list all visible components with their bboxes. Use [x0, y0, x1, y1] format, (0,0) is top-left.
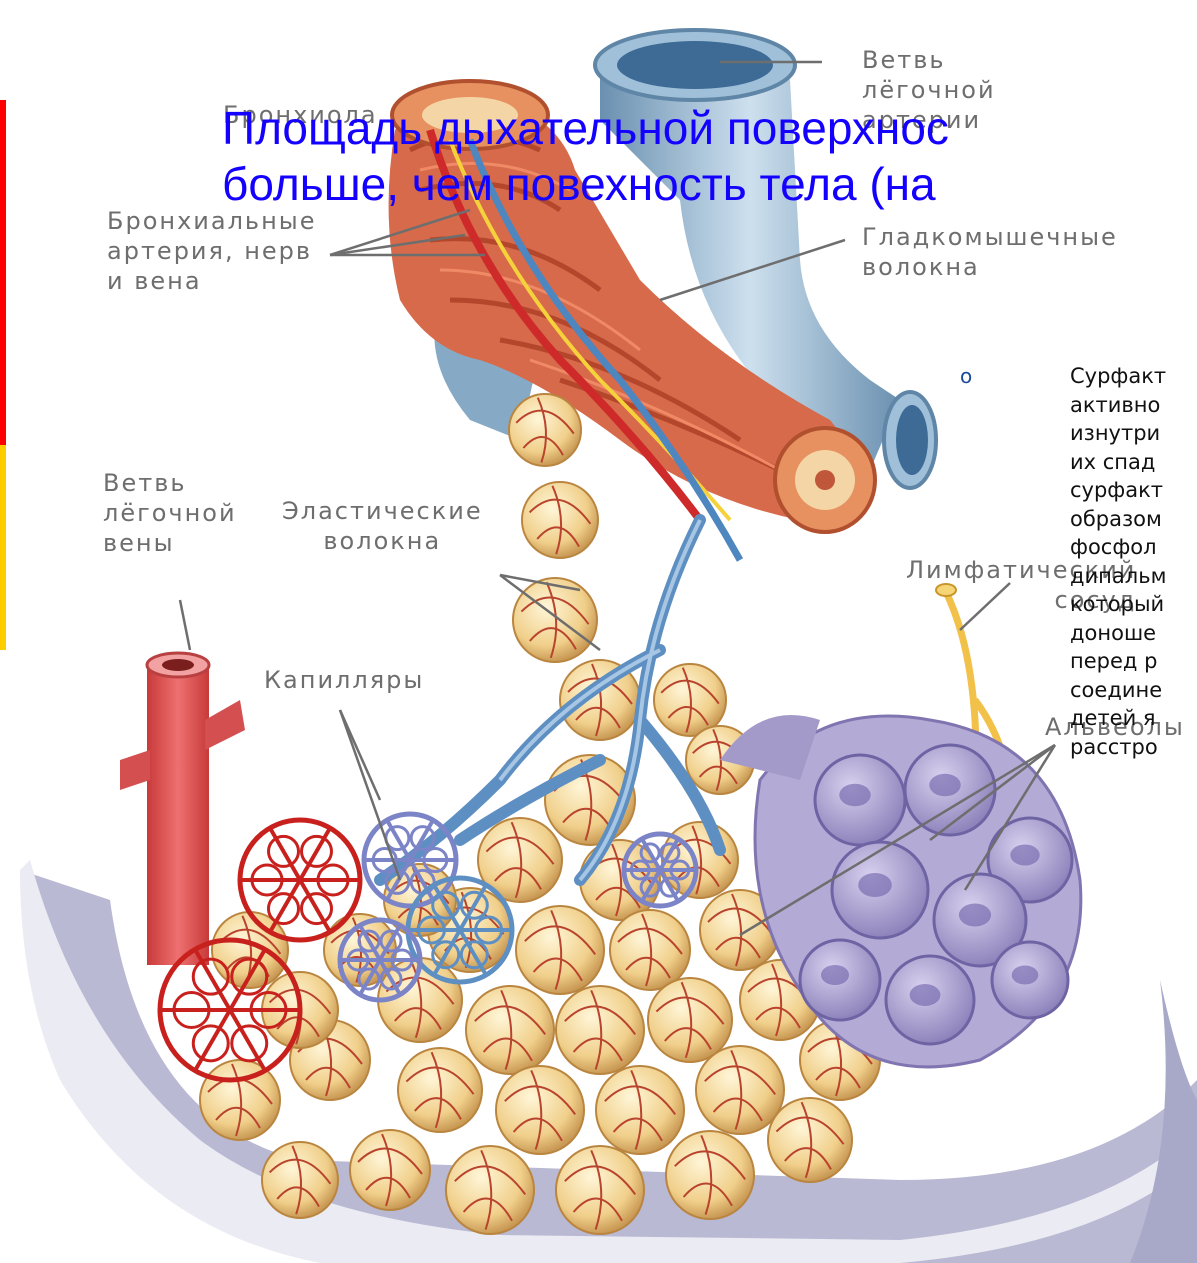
label-elastic-fibers: Эластические волокна — [282, 496, 483, 556]
alveolar-cell-nucleus — [910, 984, 941, 1006]
label-pulmonary-vein-branch: Ветвь лёгочной вены — [103, 468, 237, 558]
slide-title-line-2: больше, чем повехность тела (на — [222, 156, 936, 212]
alveolar-cell-nucleus — [839, 784, 871, 807]
bullet-marker: o — [960, 364, 972, 388]
alveolar-cell-nucleus — [929, 774, 961, 797]
alveolar-cell-nucleus — [821, 965, 849, 985]
alveolar-cell-nucleus — [1012, 966, 1039, 985]
label-capillaries: Капилляры — [264, 665, 424, 695]
label-bronchial-vessels: Бронхиальные артерия, нерв и вена — [107, 206, 316, 296]
label-smooth-muscle: Гладкомышечные волокна — [862, 222, 1118, 282]
alveolar-cell-nucleus — [1010, 845, 1039, 866]
alveolar-cell-nucleus — [858, 873, 892, 897]
bullet-text: Сурфакт активно изнутри их спад сурфакт … — [1070, 362, 1197, 761]
slide-title-line-1: Площадь дыхательной поверхнос — [222, 100, 949, 156]
pulmonary-vein-branch — [120, 653, 245, 965]
alveolar-cell-nucleus — [959, 904, 991, 927]
